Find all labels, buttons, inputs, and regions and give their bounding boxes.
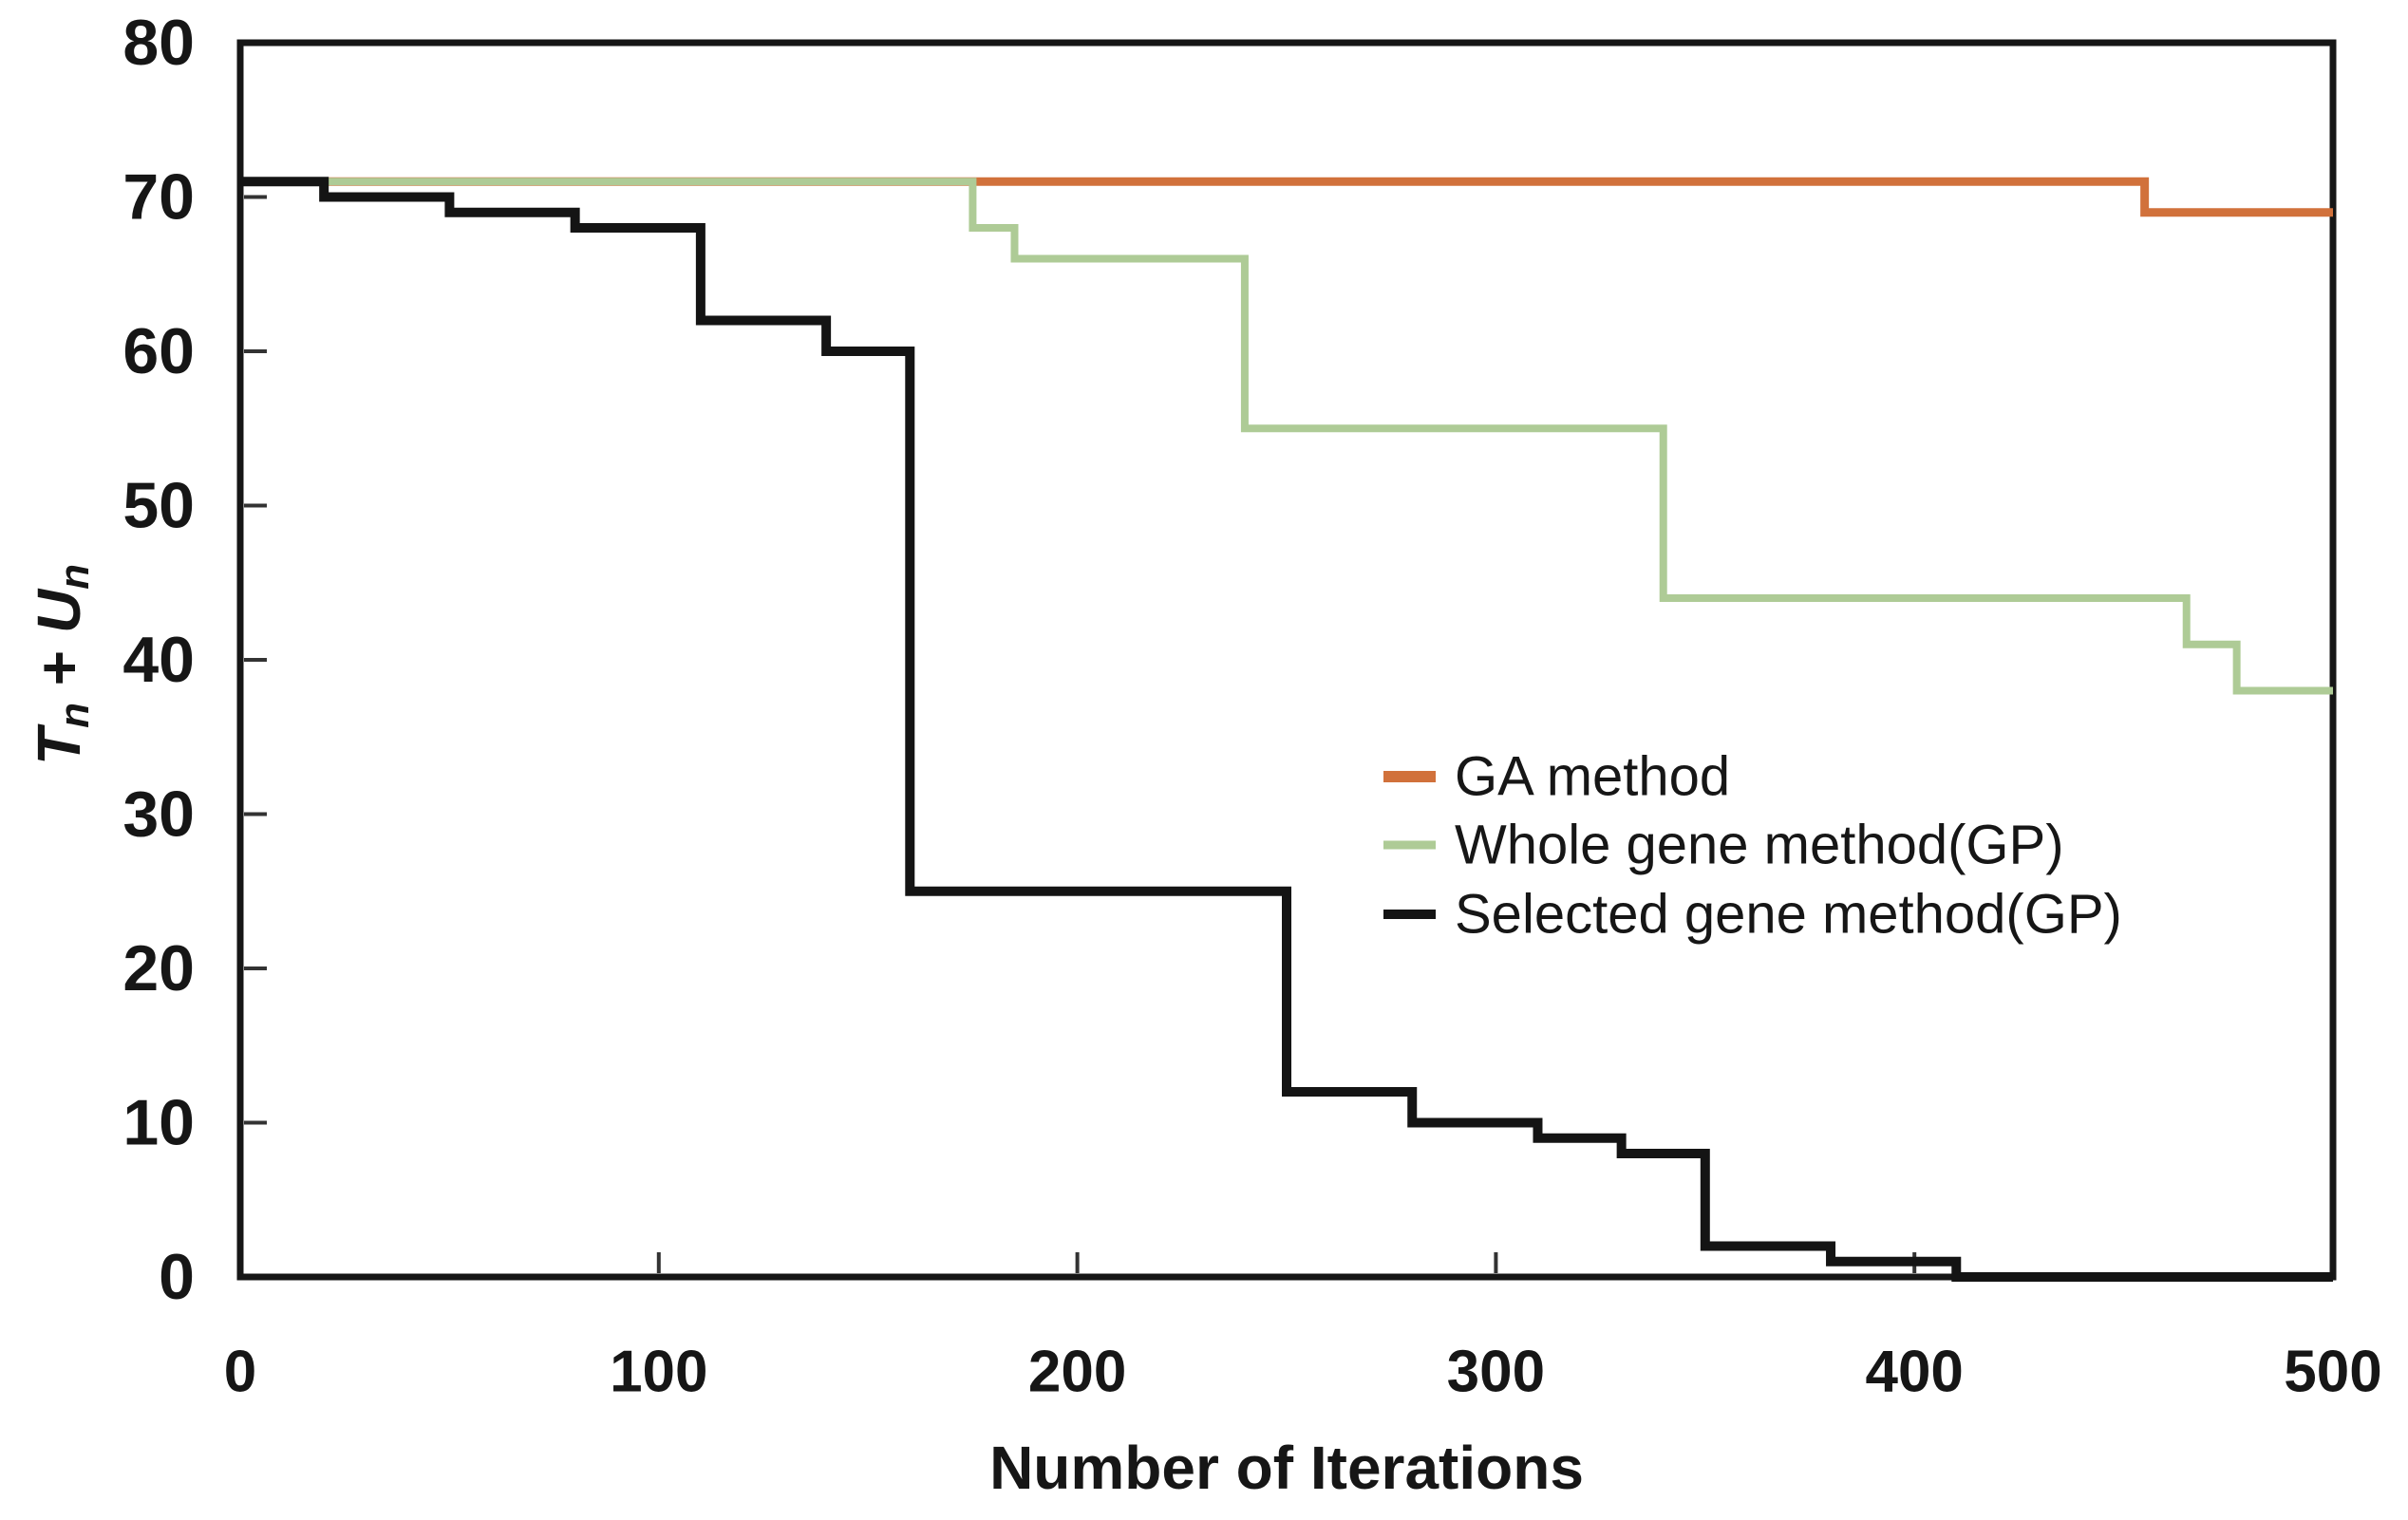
y-tick-label: 80 [122,7,195,79]
series-line-whole-gene-method-gp [240,178,2333,695]
legend-item-selected-gene-method: Selected gene method(GP) [1383,884,2122,946]
y-axis-tick-labels: 0 10 20 30 40 50 60 70 80 [122,7,195,1313]
y-tick-label: 30 [122,779,195,851]
y-title-T: T [25,723,93,765]
legend-label-ga-method: GA method [1455,746,1730,808]
x-tick-label: 300 [1447,1340,1545,1405]
y-tick-label: 10 [122,1087,195,1159]
series-line-ga-method [240,177,2333,217]
series-line-selected-gene-method-gp [240,177,2333,1282]
y-title-plus: + [25,633,93,703]
plot-frame [236,39,2337,1281]
y-tick-label: 50 [122,470,195,542]
legend-item-whole-gene-method: Whole gene method(GP) [1383,815,2064,876]
legend-item-ga-method: GA method [1383,746,1730,808]
y-title-T-sub: n [51,703,98,728]
x-tick-label: 100 [610,1340,707,1405]
y-tick-label: 60 [122,315,195,387]
x-axis-ticks [656,1252,1917,1273]
x-tick-label: 500 [2284,1340,2381,1405]
x-axis-tick-labels: 0 100 200 300 400 500 [224,1340,2382,1405]
y-title-U-sub: n [51,564,98,590]
y-tick-label: 20 [122,932,195,1004]
y-axis-title: Tn + Un [25,564,98,765]
legend-label-whole-gene-method: Whole gene method(GP) [1455,815,2064,876]
x-tick-label: 200 [1028,1340,1126,1405]
series-lines [240,177,2333,1282]
legend: GA method Whole gene method(GP) Selected… [1383,746,2122,946]
y-tick-label: 70 [122,161,195,234]
legend-label-selected-gene-method: Selected gene method(GP) [1455,884,2122,946]
x-axis-title: Number of Iterations [989,1434,1584,1502]
y-tick-label: 40 [122,624,195,696]
y-tick-label: 0 [159,1241,195,1313]
x-tick-label: 400 [1865,1340,1963,1405]
y-title-U: U [25,588,93,633]
y-axis-ticks [244,195,267,1125]
x-tick-label: 0 [224,1340,256,1405]
